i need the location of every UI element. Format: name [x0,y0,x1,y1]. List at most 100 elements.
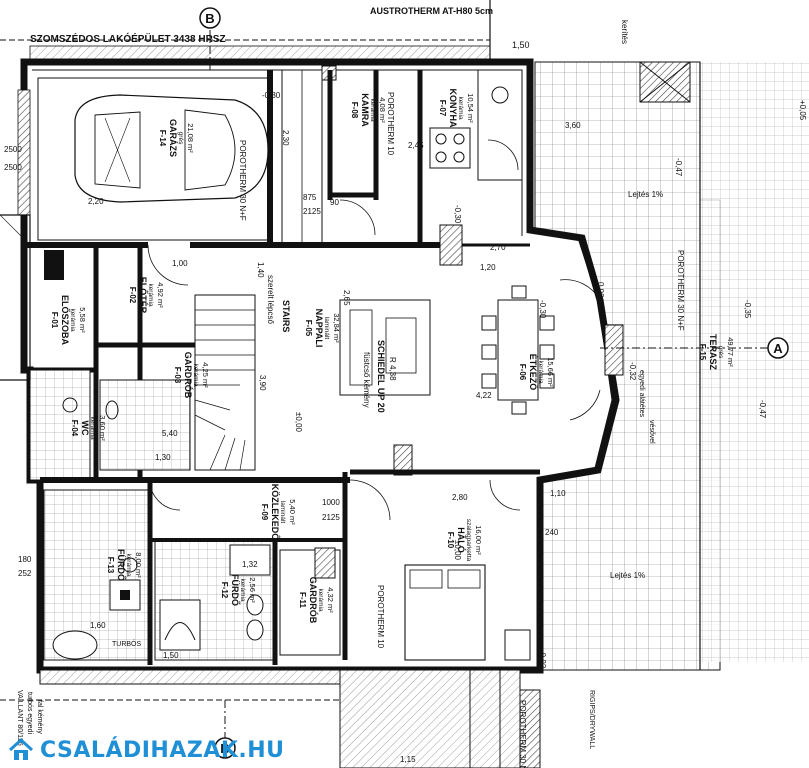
room-floor: kerámia [457,96,464,120]
svg-text:90: 90 [330,198,339,207]
svg-text:1,32: 1,32 [242,560,258,569]
svg-text:2,65: 2,65 [342,290,351,306]
svg-text:0,90: 0,90 [596,282,605,298]
staircase [194,294,256,471]
room-area: 4,08 m² [378,97,387,123]
watermark: CSALÁDIHAZAK.HU [8,736,285,764]
room-name: KÖZLEKEDŐ [270,484,281,541]
svg-text:-0,47: -0,47 [758,400,767,419]
svg-text:3,60: 3,60 [565,121,581,130]
top-dim: 1,50 [512,40,530,50]
room-name: ÉTKEZŐ [528,354,539,391]
svg-text:-0,30: -0,30 [262,91,281,100]
porotherm-30-label-3: POROTHERM 30 N+F [518,700,527,768]
room-floor: kerámia [537,360,544,384]
room-area: 10,54 m² [466,93,475,123]
r-label: R 4,38 [388,357,397,381]
room-floor: szalagparketta [465,519,472,562]
slope-label-1: Lejtés 1% [628,190,663,199]
room-id: F-15 [698,344,707,361]
porotherm-10-label-2: POROTHERM 10 [376,585,385,649]
room-area: 4,92 m² [156,282,165,308]
room-id: F-07 [438,100,447,117]
svg-text:2500: 2500 [4,145,22,154]
room-id: F-12 [220,582,229,599]
svg-text:4,22: 4,22 [476,391,492,400]
room-floor: kerámia [192,363,199,387]
room-floor: kerámia [69,308,76,332]
room-name: ELŐTÉR [138,277,149,314]
room-floor: kerámia [317,588,324,612]
house-logo-icon [8,738,34,760]
svg-text:252: 252 [18,569,32,578]
svg-text:2,30: 2,30 [281,130,290,146]
room-name: GARDRÓB [308,577,319,624]
room-name: KONYHA [448,88,458,128]
room-name: GARÁZS [168,119,178,157]
axis-a-marker: A [767,337,789,359]
room-floor: kerámia [369,98,376,122]
room-name: ELŐSZOBA [60,295,71,346]
svg-text:B: B [220,741,229,756]
svg-text:240: 240 [545,528,559,537]
room-id: F-11 [298,592,307,609]
stair-note: szerelt lépcső [266,275,275,324]
egyedi-label: egyedi alátétes [638,370,645,418]
room-id: F-10 [446,532,455,549]
room-area: 4,32 m² [326,587,335,613]
svg-text:1,40: 1,40 [256,262,265,278]
room-id: F-14 [158,130,167,147]
bed [404,564,486,661]
neighbor-wall [29,45,491,61]
room-floor: kerámia [239,578,246,602]
room-id: F-04 [70,420,79,437]
room-area: 15,66 m² [546,357,555,387]
svg-text:2500: 2500 [4,163,22,172]
svg-text:3,90: 3,90 [258,375,267,391]
svg-text:2,45: 2,45 [408,141,424,150]
room-id: F-08 [350,102,359,119]
svg-text:A: A [773,341,783,356]
svg-text:2,20: 2,20 [88,197,104,206]
room-area: 16,00 m² [474,525,483,555]
top-wall-label: AUSTROTHERM AT-H80 5cm [370,6,493,16]
svg-text:180: 180 [18,555,32,564]
room-area: 32,84 m² [332,313,341,343]
room-id: F-01 [50,312,59,329]
bathroom-big [43,489,150,661]
svg-text:1,50: 1,50 [163,651,179,660]
room-name: HÁLÓ [456,527,467,553]
dining-table [497,299,539,401]
room-name: TERASZ [708,334,718,371]
watermark-text: CSALÁDIHAZAK.HU [40,737,285,763]
svg-text:-0,30: -0,30 [538,300,547,319]
porotherm-30-label-2: POROTHERM 30 N+F [676,250,685,331]
room-id: F-05 [304,320,313,337]
room-area: 21,08 m² [186,123,195,153]
room-name: KAMRA [360,93,370,127]
room-name: NAPPALI [314,309,324,348]
svg-text:2,80: 2,80 [452,493,468,502]
svg-text:1,15: 1,15 [400,755,416,764]
svg-text:2,70: 2,70 [490,243,506,252]
porotherm-10-label: POROTHERM 10 [386,92,395,156]
room-area: 49,77 m² [726,337,735,367]
room-area: 8,00 m² [134,552,143,578]
svg-text:1,00: 1,00 [172,259,188,268]
svg-text:-0,02: -0,02 [538,650,547,669]
svg-text:5,40: 5,40 [162,429,178,438]
stove-icon [429,127,471,169]
sofa [339,299,431,396]
svg-text:2125: 2125 [322,513,340,522]
vaillant-label: VAILLANT 80/125 [16,690,23,746]
